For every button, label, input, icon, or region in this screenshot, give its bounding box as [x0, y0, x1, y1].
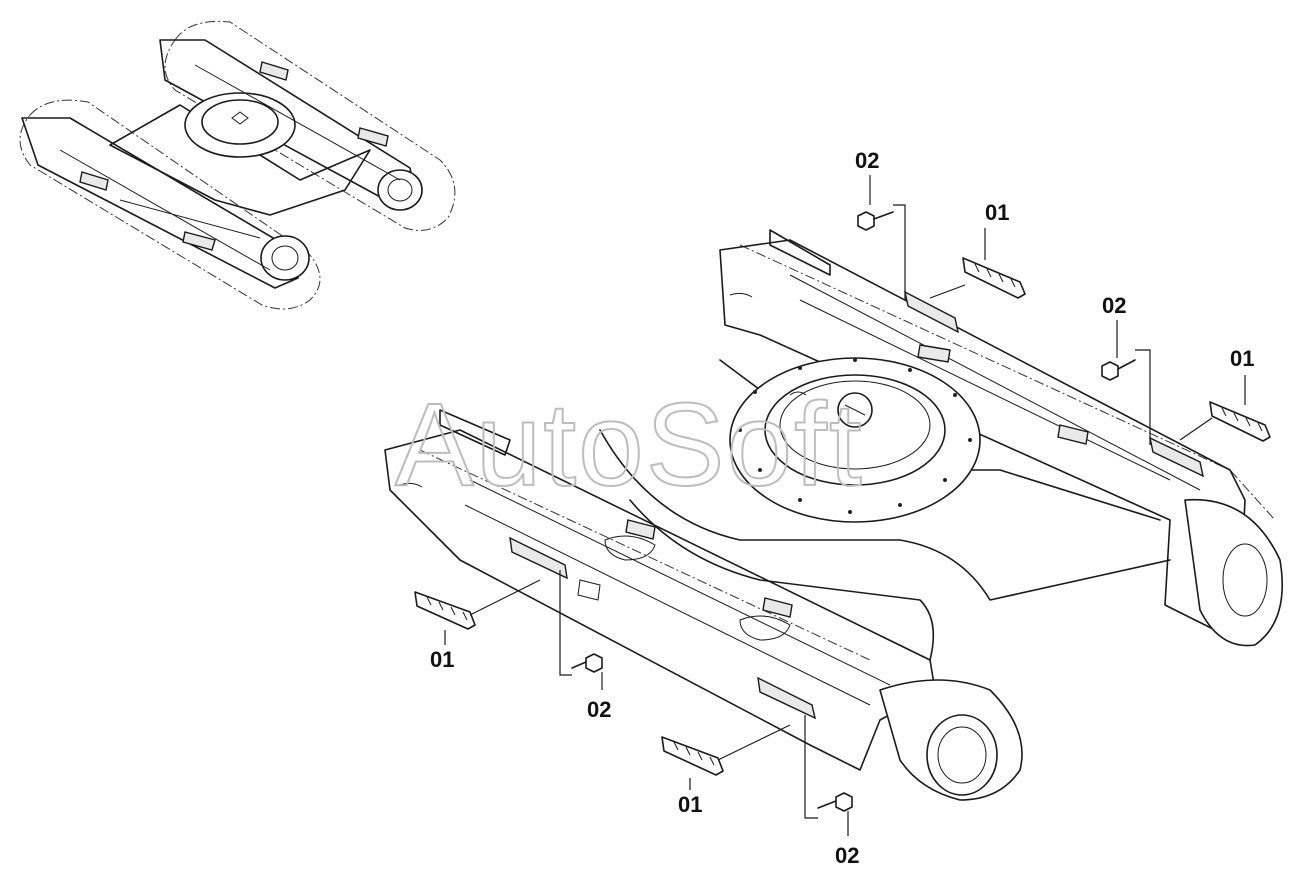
part-guard-01-d [661, 736, 724, 776]
callout-01-upper-right: 01 [1230, 346, 1254, 371]
part-bolt-02-a [857, 211, 894, 231]
overview-undercarriage [19, 20, 456, 310]
callout-01-upper-left: 01 [985, 200, 1009, 225]
callout-02-lower-left: 02 [587, 697, 611, 722]
fitted-guard-lower [509, 536, 568, 580]
watermark: AutoSoft [395, 379, 864, 511]
callout-02-upper-left: 02 [855, 148, 879, 173]
fitted-guard-upper-2 [1149, 436, 1204, 478]
callout-01-lower-right: 01 [678, 792, 702, 817]
callout-02-upper-right: 02 [1102, 293, 1126, 318]
part-bolt-02-c [571, 653, 603, 673]
part-guard-01-a [962, 257, 1026, 299]
callout-02-lower-right: 02 [835, 843, 859, 868]
callout-01-lower-left: 01 [430, 647, 454, 672]
part-bolt-02-d [817, 792, 853, 812]
part-guard-01-b [1209, 401, 1271, 442]
main-undercarriage [384, 229, 1283, 801]
fitted-guard-upper [904, 290, 959, 334]
part-guard-01-c [414, 591, 476, 630]
leader-lines [444, 175, 1246, 836]
fitted-guard-lower-2 [757, 676, 817, 720]
part-bolt-02-b [1101, 359, 1136, 381]
